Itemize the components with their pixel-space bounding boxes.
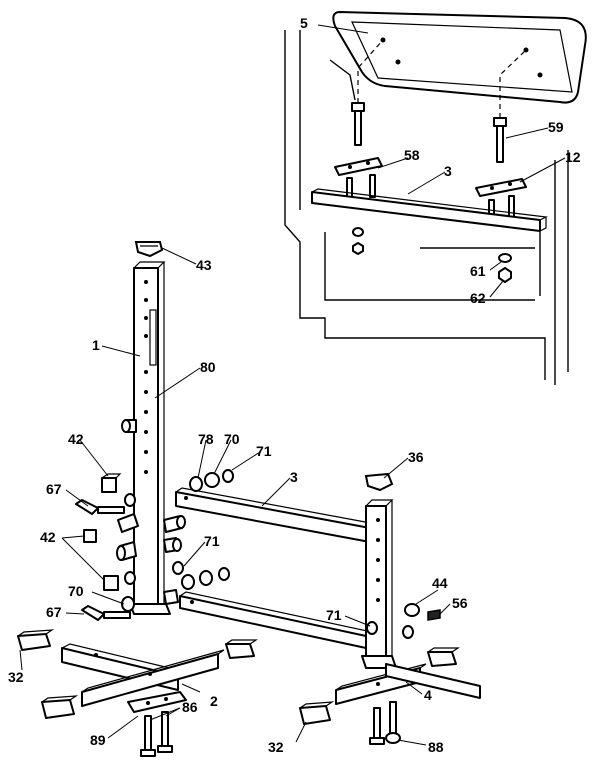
callout-61: 61 (470, 263, 486, 279)
callout-1: 1 (92, 337, 100, 353)
plate-89 (127, 691, 187, 713)
callout-4: 4 (424, 687, 432, 703)
callout-71-right: 71 (326, 607, 342, 623)
callout-42-upper: 42 (68, 431, 84, 447)
callout-44: 44 (432, 575, 448, 591)
callout-43: 43 (196, 257, 212, 273)
callout-58: 58 (404, 147, 420, 163)
bolt-59-right (493, 117, 507, 163)
callout-2: 2 (210, 693, 218, 709)
callout-78: 78 (198, 431, 214, 447)
callout-32-right: 32 (268, 739, 284, 755)
bolt-59-left (351, 102, 365, 146)
inset-background (284, 30, 569, 385)
screw-56 (427, 609, 441, 621)
bracket-58 (334, 157, 383, 176)
upright-right (361, 499, 397, 669)
hardware-left-upper (75, 469, 234, 515)
callout-80: 80 (200, 359, 216, 375)
callout-36: 36 (408, 449, 424, 465)
crossbar-3-inset (311, 188, 549, 232)
callout-88: 88 (428, 739, 444, 755)
upright-1 (129, 261, 171, 615)
callout-56: 56 (452, 595, 468, 611)
callout-labels: 5 58 3 59 12 61 62 43 1 80 42 78 70 71 6… (8, 15, 581, 755)
hardware-right (366, 621, 414, 639)
callout-70-upper: 70 (224, 431, 240, 447)
bracket-12 (475, 178, 527, 197)
end-cap-43 (134, 241, 164, 258)
seat-pad (332, 11, 587, 104)
end-cap-36 (364, 472, 394, 492)
callout-86: 86 (182, 699, 198, 715)
crossbar-lower (179, 591, 374, 649)
callout-67-upper: 67 (46, 481, 62, 497)
callout-3-main: 3 (290, 469, 298, 485)
callout-12: 12 (565, 149, 581, 165)
base-4 (335, 663, 481, 705)
inset-assembly (284, 11, 587, 385)
bolts-86 (140, 711, 173, 757)
callout-3-inset: 3 (444, 163, 452, 179)
callout-71-middle: 71 (204, 533, 220, 549)
leader-lines (19, 24, 566, 746)
base-2 (61, 643, 225, 707)
callout-89: 89 (90, 732, 106, 748)
callout-32-left: 32 (8, 669, 24, 685)
upright-pegs (116, 419, 186, 605)
knob-44 (404, 603, 420, 617)
callout-59: 59 (548, 119, 564, 135)
callout-42-lower: 42 (40, 529, 56, 545)
foot-caps-32 (17, 629, 460, 725)
callout-5: 5 (300, 15, 308, 31)
hardware-left-lower (81, 529, 230, 621)
callout-71-upper: 71 (256, 443, 272, 459)
bolts-88 (369, 701, 401, 745)
callout-67-lower: 67 (46, 604, 62, 620)
callout-70-lower: 70 (68, 583, 84, 599)
callout-62: 62 (470, 290, 486, 306)
